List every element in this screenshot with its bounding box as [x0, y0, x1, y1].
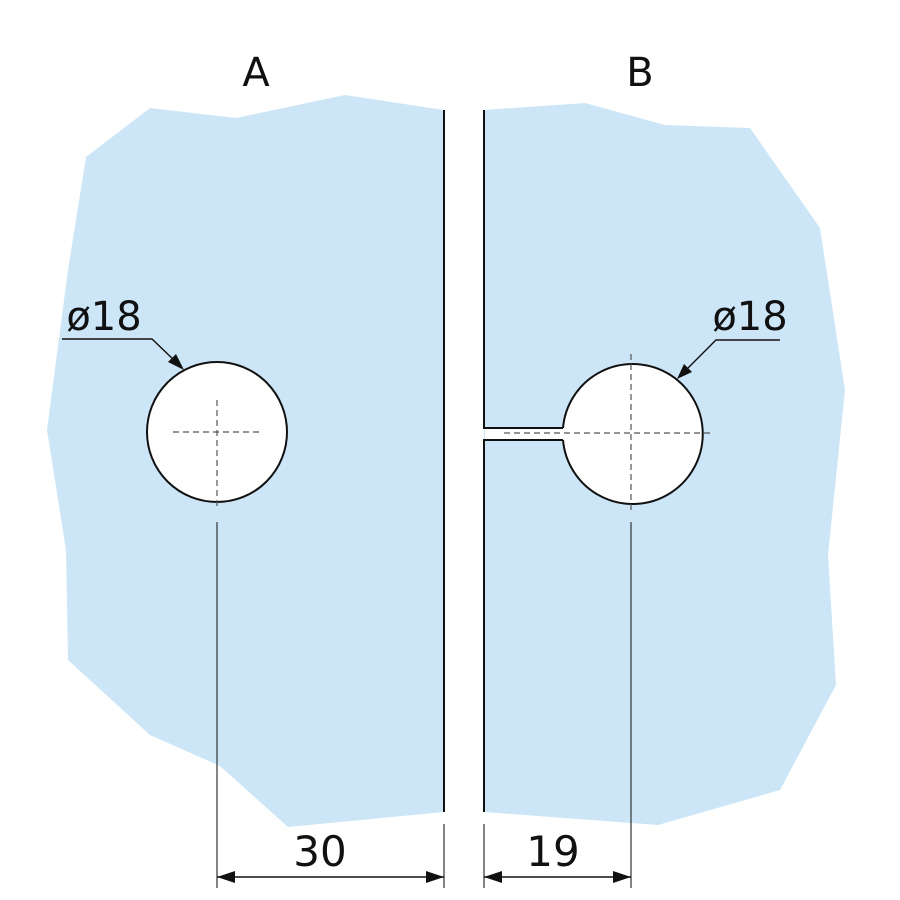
hole-b	[562, 363, 704, 505]
dimension-b-value: 19	[526, 827, 579, 876]
leader-b	[685, 339, 780, 371]
dimension-a-value: 30	[293, 827, 346, 876]
hole-b-slot	[485, 429, 564, 439]
leader-a-arrow-icon	[168, 354, 184, 370]
dimension-b-arrow-left-icon	[484, 871, 502, 883]
leader-b-arrow-icon	[677, 364, 692, 379]
panel-b-label: B	[626, 50, 653, 96]
panel-a-label: A	[242, 50, 270, 96]
panel-b-edge-with-slot	[483, 110, 563, 812]
dimension-a-arrow-right-icon	[426, 871, 444, 883]
hole-b-diameter-label: ø18	[712, 294, 787, 340]
hole-a-diameter-label: ø18	[66, 294, 141, 340]
leader-a	[62, 338, 177, 363]
dimension-a-arrow-left-icon	[217, 871, 235, 883]
dimension-b-arrow-right-icon	[613, 871, 631, 883]
